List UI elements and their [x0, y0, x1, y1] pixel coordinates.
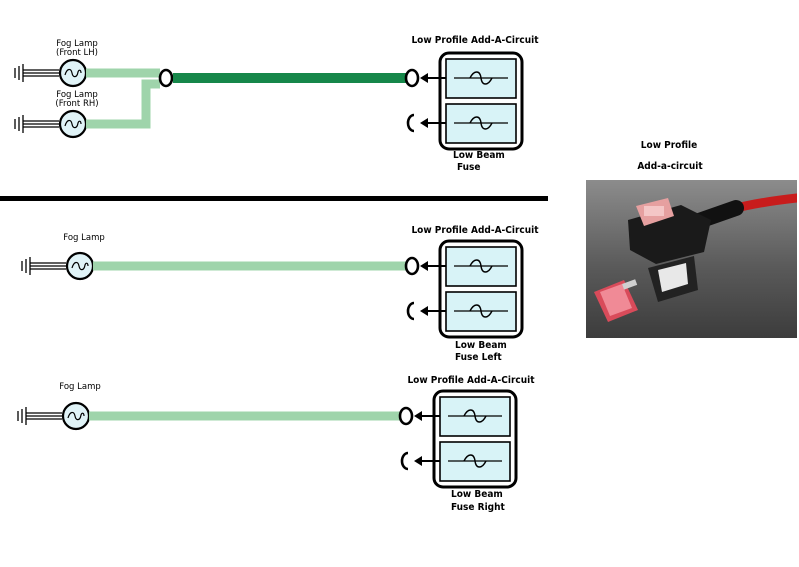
add-a-circuit-3 [398, 389, 518, 489]
fuse-label-1-line1: Low Beam [453, 150, 505, 161]
add-a-circuit-photo-drawing [594, 193, 799, 322]
add-a-circuit-2 [404, 239, 524, 339]
photo-caption-line2: Add-a-circuit [637, 161, 703, 172]
add-a-circuit-title-1: Low Profile Add-A-Circuit [411, 35, 539, 46]
diagram-2: Fog Lamp Low Profile Add-A-Circuit Low B… [20, 225, 539, 363]
fog-lamp-left-icon [20, 251, 95, 281]
add-a-circuit-photo [586, 180, 799, 338]
fuse-label-2-line1: Low Beam [455, 340, 507, 351]
fog-lamp-front-rh-icon [13, 109, 88, 139]
lamp-2-name: Fog Lamp [56, 90, 98, 100]
lamp-2-position: (Front RH) [55, 99, 98, 109]
lamp-3-name: Fog Lamp [63, 233, 105, 243]
add-a-circuit-title-3: Low Profile Add-A-Circuit [407, 375, 535, 386]
splice-connector [158, 68, 174, 88]
add-a-circuit-title-2: Low Profile Add-A-Circuit [411, 225, 539, 236]
fuse-label-2-line2: Fuse Left [455, 352, 502, 363]
fog-lamp-front-lh-icon [13, 58, 88, 88]
fuse-label-1-line2: Fuse [457, 162, 481, 173]
fog-lamp-right-icon [16, 401, 91, 431]
fuse-label-3-line2: Fuse Right [451, 502, 506, 513]
photo-caption-line1: Low Profile [641, 140, 697, 151]
lamp-1-name: Fog Lamp [56, 39, 98, 49]
diagram-3: Fog Lamp Low Profile Add-A-Circuit Low B… [16, 375, 535, 513]
lamp-4-name: Fog Lamp [59, 382, 101, 392]
diagram-1: Fog Lamp (Front LH) Fog Lamp (Front RH) … [13, 35, 539, 173]
lamp-1-position: (Front LH) [56, 48, 98, 58]
section-divider [0, 196, 548, 201]
add-a-circuit-1 [404, 51, 524, 151]
wire-lamp-2 [86, 79, 160, 129]
fuse-label-3-line1: Low Beam [451, 489, 503, 500]
